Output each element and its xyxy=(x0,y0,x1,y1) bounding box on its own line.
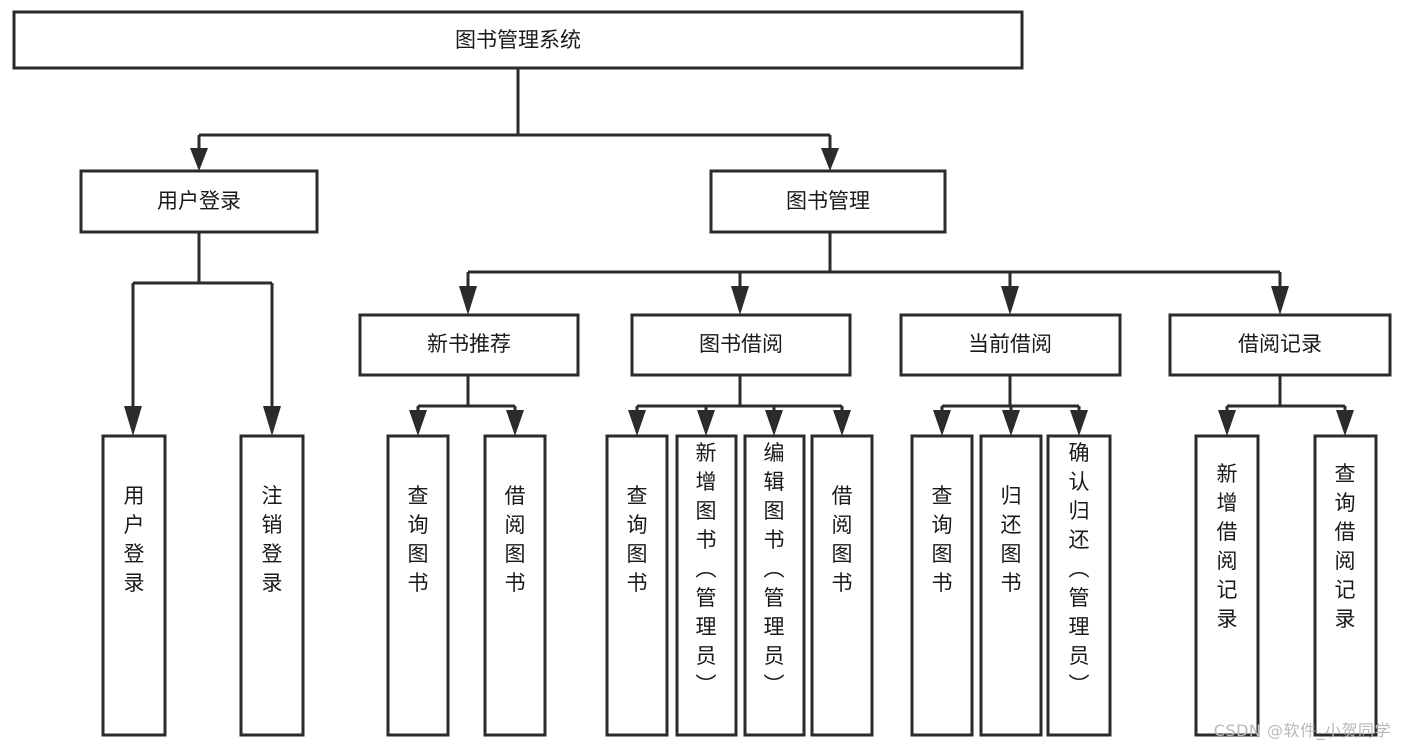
leaf-user-login-box[interactable] xyxy=(101,434,167,737)
arrowhead-user-logout-leaf xyxy=(263,406,281,436)
node-borrow-record-label: 借阅记录 xyxy=(1238,332,1322,356)
leaf-query-book-1[interactable]: 查询图书 xyxy=(386,434,450,737)
leaf-return-book-label: 归还图书 xyxy=(1001,484,1022,595)
arrowhead-current-borrow xyxy=(1001,286,1019,315)
leaf-user-login[interactable]: 用户登录 xyxy=(101,434,167,737)
node-user-login-label: 用户登录 xyxy=(157,189,241,213)
node-current-borrow[interactable]: 当前借阅 xyxy=(899,313,1122,377)
node-book-borrow-box[interactable] xyxy=(630,313,852,377)
arrowhead-query-borrow-record xyxy=(1336,410,1354,436)
leaf-borrow-book-1-label: 借阅图书 xyxy=(505,484,526,595)
leaf-query-book-3[interactable]: 查询图书 xyxy=(910,434,974,737)
leaf-query-book-2-label: 查询图书 xyxy=(627,484,648,595)
leaf-borrow-book-1[interactable]: 借阅图书 xyxy=(483,434,547,737)
arrowhead-query-book-1 xyxy=(409,410,427,436)
leaf-add-borrow-record-label: 新增借阅记录 xyxy=(1217,462,1238,631)
leaf-query-book-3-label: 查询图书 xyxy=(932,484,953,595)
arrowhead-user-login xyxy=(190,148,208,171)
arrowhead-book-borrow xyxy=(731,286,749,315)
arrowhead-query-book-3 xyxy=(933,410,951,436)
arrowhead-return-book xyxy=(1002,410,1020,436)
node-current-borrow-box[interactable] xyxy=(899,313,1122,377)
connector-layer xyxy=(124,68,1354,436)
arrowhead-book-manage xyxy=(821,148,839,171)
leaf-query-book-1-label: 查询图书 xyxy=(408,484,429,595)
node-root-label: 图书管理系统 xyxy=(455,28,581,52)
node-book-borrow[interactable]: 图书借阅 xyxy=(630,313,852,377)
leaf-layer: 用户登录 注销登录 查询图书 借阅图书 查询图书 新增图书 xyxy=(101,434,1378,737)
leaf-edit-book-label: 编辑图书︵管理员︶ xyxy=(764,441,785,697)
node-root-box[interactable] xyxy=(12,10,1024,70)
node-book-manage-box[interactable] xyxy=(709,169,947,234)
csdn-watermark: CSDN @软件_小贺同学 xyxy=(1213,721,1391,740)
leaf-query-book-3-box[interactable] xyxy=(910,434,974,737)
leaf-confirm-return-label: 确认归还︵管理员︶ xyxy=(1069,441,1090,697)
leaf-add-book-box[interactable] xyxy=(675,434,738,737)
leaf-add-borrow-record-box[interactable] xyxy=(1194,434,1260,737)
arrowhead-borrow-book-1 xyxy=(506,410,524,436)
leaf-query-borrow-record-box[interactable] xyxy=(1313,434,1378,737)
node-new-book-recommend-label: 新书推荐 xyxy=(427,332,511,356)
arrowhead-new-book-recommend xyxy=(459,286,477,315)
leaf-edit-book-box[interactable] xyxy=(743,434,806,737)
arrowhead-user-login-leaf xyxy=(124,406,142,436)
leaf-confirm-return[interactable]: 确认归还︵管理员︶ xyxy=(1046,434,1112,737)
leaf-query-borrow-record-label: 查询借阅记录 xyxy=(1335,462,1356,631)
node-borrow-record-box[interactable] xyxy=(1168,313,1392,377)
node-user-login[interactable]: 用户登录 xyxy=(79,169,319,234)
node-new-book-recommend-box[interactable] xyxy=(358,313,580,377)
node-book-borrow-label: 图书借阅 xyxy=(699,332,783,356)
leaf-borrow-book-2[interactable]: 借阅图书 xyxy=(810,434,874,737)
leaf-return-book-box[interactable] xyxy=(979,434,1043,737)
leaf-confirm-return-box[interactable] xyxy=(1046,434,1112,737)
leaf-user-logout[interactable]: 注销登录 xyxy=(239,434,305,737)
node-user-login-box[interactable] xyxy=(79,169,319,234)
leaf-query-book-2-box[interactable] xyxy=(605,434,669,737)
leaf-user-logout-label: 注销登录 xyxy=(262,484,283,595)
leaf-borrow-book-2-label: 借阅图书 xyxy=(832,484,853,595)
leaf-return-book[interactable]: 归还图书 xyxy=(979,434,1043,737)
leaf-borrow-book-2-box[interactable] xyxy=(810,434,874,737)
arrowhead-add-book xyxy=(697,410,715,436)
leaf-add-borrow-record[interactable]: 新增借阅记录 xyxy=(1194,434,1260,737)
arrowhead-query-book-2 xyxy=(628,410,646,436)
node-new-book-recommend[interactable]: 新书推荐 xyxy=(358,313,580,377)
leaf-query-book-1-box[interactable] xyxy=(386,434,450,737)
leaf-query-book-2[interactable]: 查询图书 xyxy=(605,434,669,737)
arrowhead-borrow-record xyxy=(1271,286,1289,315)
leaf-add-book[interactable]: 新增图书︵管理员︶ xyxy=(675,434,738,737)
node-current-borrow-label: 当前借阅 xyxy=(968,332,1052,356)
leaf-add-book-label: 新增图书︵管理员︶ xyxy=(696,441,717,697)
arrowhead-borrow-book-2 xyxy=(833,410,851,436)
node-root[interactable]: 图书管理系统 xyxy=(12,10,1024,70)
leaf-edit-book[interactable]: 编辑图书︵管理员︶ xyxy=(743,434,806,737)
arrowhead-add-borrow-record xyxy=(1218,410,1236,436)
node-book-manage[interactable]: 图书管理 xyxy=(709,169,947,234)
leaf-user-login-label: 用户登录 xyxy=(124,484,145,595)
node-borrow-record[interactable]: 借阅记录 xyxy=(1168,313,1392,377)
arrowhead-confirm-return xyxy=(1070,410,1088,436)
node-book-manage-label: 图书管理 xyxy=(786,189,870,213)
leaf-query-borrow-record[interactable]: 查询借阅记录 xyxy=(1313,434,1378,737)
leaf-borrow-book-1-box[interactable] xyxy=(483,434,547,737)
arrowhead-edit-book xyxy=(765,410,783,436)
leaf-user-logout-box[interactable] xyxy=(239,434,305,737)
